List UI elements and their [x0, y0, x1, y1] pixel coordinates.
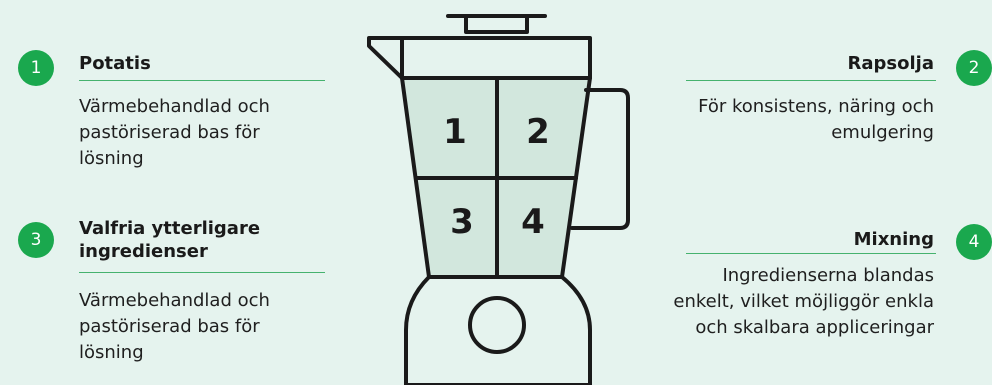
step-1-badge: 1 — [18, 50, 54, 86]
step-2-description: För konsistens, näring och emulgering — [676, 94, 934, 146]
step-4-description: Ingredienserna blandas enkelt, vilket mö… — [660, 263, 934, 341]
step-3-badge: 3 — [18, 222, 54, 258]
blender-illustration: 1 2 3 4 — [360, 0, 640, 385]
lid-knob-stem — [466, 16, 527, 32]
lid — [402, 38, 590, 78]
step-2-badge: 2 — [956, 50, 992, 86]
cell-3-number: 3 — [450, 202, 474, 242]
spout — [369, 38, 402, 78]
cell-1-number: 1 — [443, 112, 467, 152]
step-1-title: Potatis — [79, 52, 151, 75]
step-2-title: Rapsolja — [686, 52, 934, 75]
cell-4-number: 4 — [521, 202, 545, 242]
step-1-divider — [79, 80, 325, 81]
step-2-divider — [686, 80, 936, 81]
cell-2-number: 2 — [526, 112, 550, 152]
step-4-divider — [686, 253, 936, 254]
step-4-badge: 4 — [956, 224, 992, 260]
step-3-title: Valfria ytterligare ingredienser — [79, 217, 309, 263]
step-3-description: Värmebehandlad och pastöriserad bas för … — [79, 288, 319, 366]
step-4-title: Mixning — [686, 228, 934, 251]
step-1-description: Värmebehandlad och pastöriserad bas för … — [79, 94, 319, 172]
base-dial — [470, 298, 524, 352]
step-3-divider — [79, 272, 325, 273]
